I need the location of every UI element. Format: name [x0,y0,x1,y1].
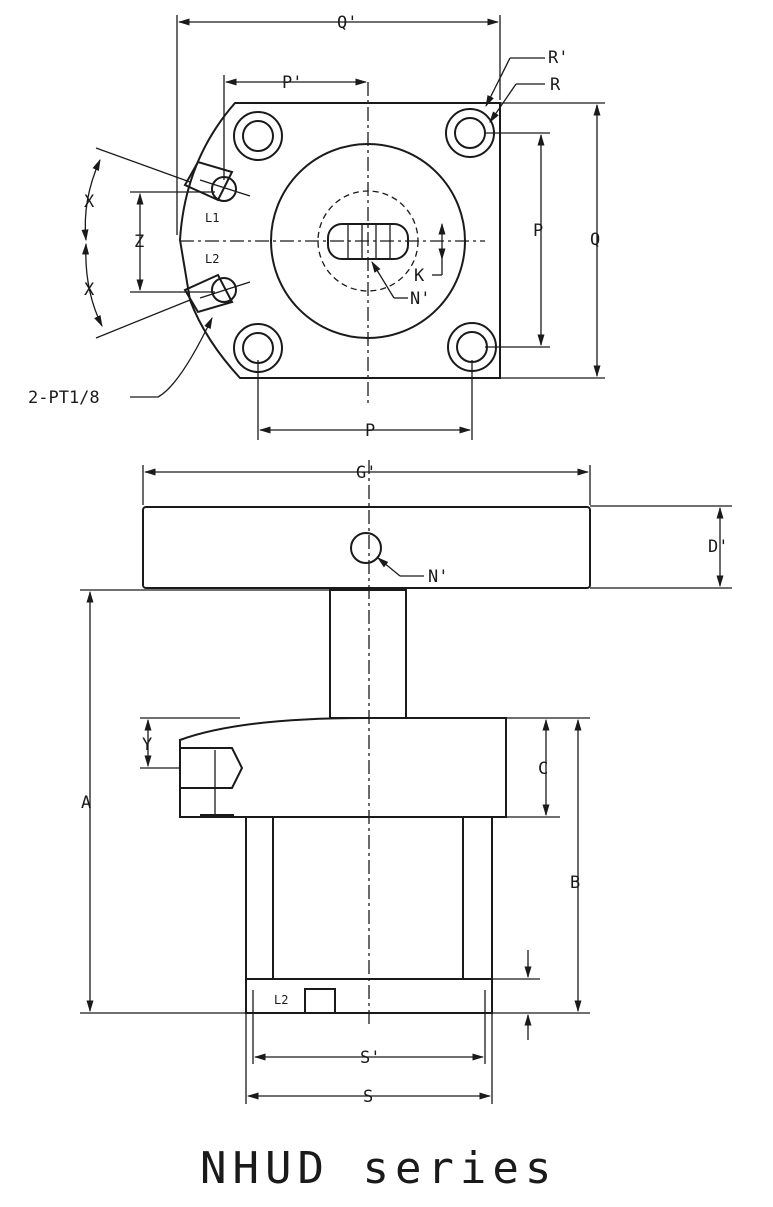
dim-p-bottom: P [365,421,375,441]
dim-p-prime: P' [282,73,302,93]
side-port [180,747,244,789]
series-title: NHUD series [200,1143,557,1194]
dim-z: Z [134,232,144,252]
label-l2-top: L2 [205,252,219,266]
clamp-arm [142,506,591,589]
port-callout: 2-PT1/8 [28,388,100,408]
piston-rod [329,589,407,719]
dim-k: K [414,266,425,286]
dim-s-prime: S' [360,1048,380,1068]
port-l1 [183,160,251,202]
label-l2-side: L2 [274,993,288,1007]
dim-y: Y [142,735,152,755]
dim-q-prime: Q' [337,13,357,33]
dim-x-bottom: X [84,280,95,300]
dim-g-prime: G' [356,463,376,483]
arm-hole [350,532,382,564]
body-head [179,717,507,818]
dim-n-prime-side: N' [428,567,448,587]
dim-d-prime: D' [708,537,728,557]
dim-r-prime: R' [548,48,568,68]
dim-r: R [550,75,561,95]
side-view: G' D' N' L2 A Y [80,460,732,1107]
dim-c: C [538,759,548,779]
base-port [304,988,336,1014]
label-l1: L1 [205,211,219,225]
dim-a: A [81,793,91,813]
dim-q: Q [590,230,600,250]
flange-outline [178,102,501,379]
dim-s: S [363,1087,373,1107]
dim-p-right: P [533,221,543,241]
dim-n-prime-top: N' [410,289,430,309]
dim-x-top: X [84,192,95,212]
dim-b: B [570,873,580,893]
top-view: Q' P' R' R P Q X X Z L1 L2 [28,13,605,441]
port-l2 [183,273,251,314]
